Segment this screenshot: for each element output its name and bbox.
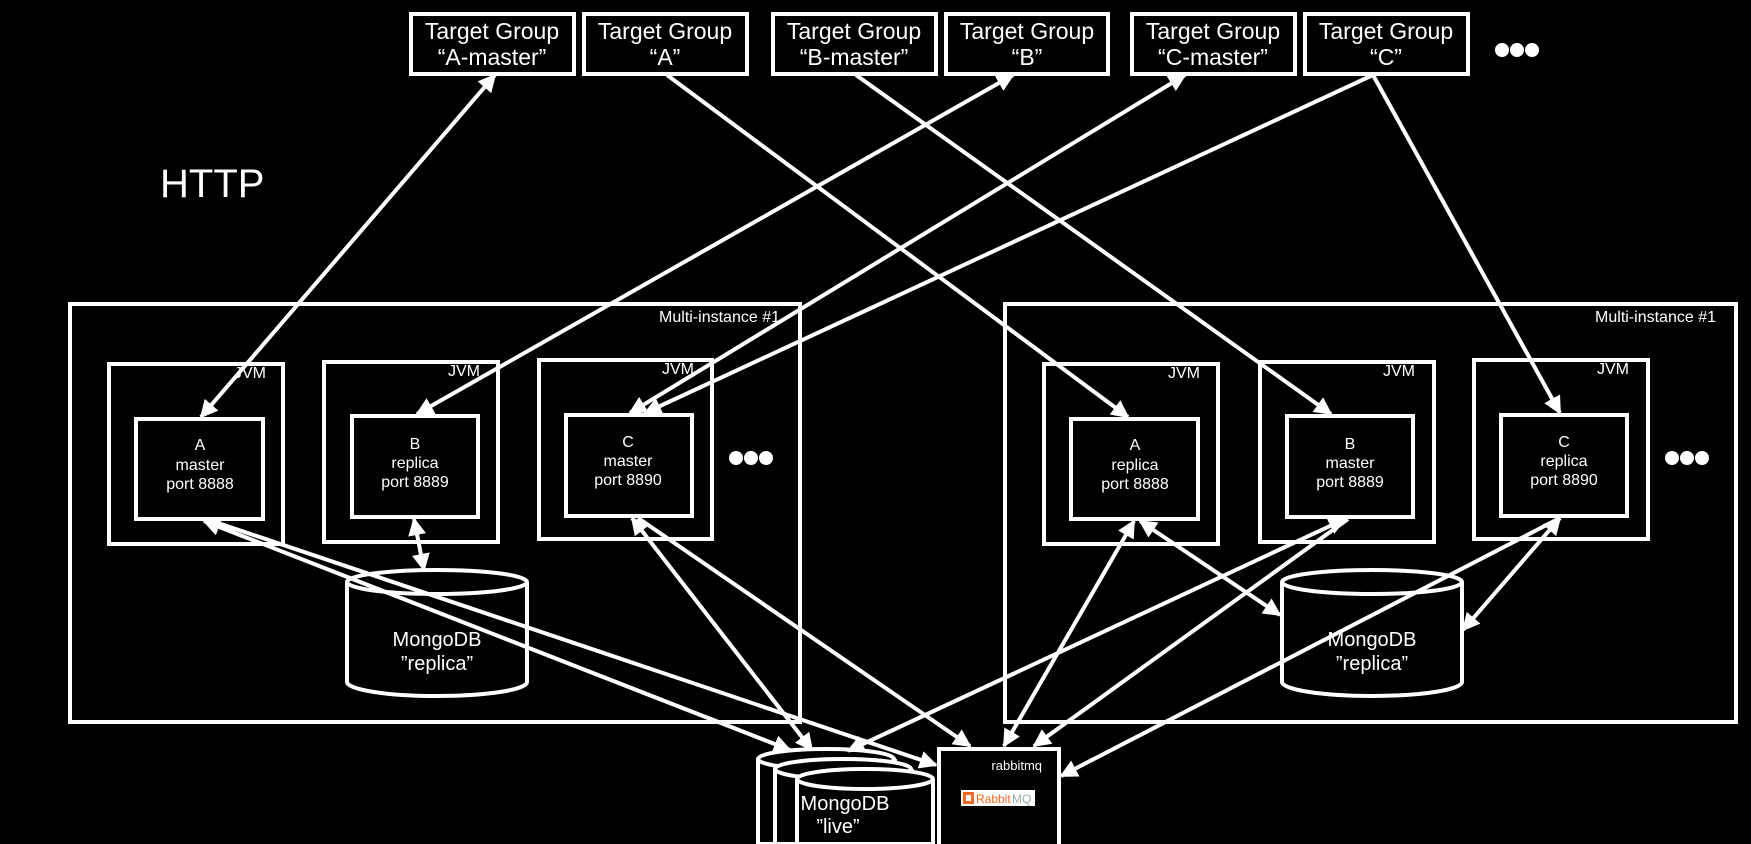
mongodb-live: MongoDB ”live” xyxy=(756,747,935,844)
svg-text:Target Group: Target Group xyxy=(598,18,732,44)
multi-instance-left: Multi-instance #1 JVM A master port 8888… xyxy=(68,302,802,724)
target-group-b: Target Group “B” xyxy=(944,12,1110,76)
multi-instance-right: Multi-instance #1 JVM A replica port 888… xyxy=(1003,302,1738,724)
jvm-right-a: JVM A replica port 8888 xyxy=(1042,362,1220,546)
svg-text:”replica”: ”replica” xyxy=(401,653,473,675)
svg-text:Target Group: Target Group xyxy=(787,18,921,44)
svg-text:MongoDB: MongoDB xyxy=(393,629,482,651)
svg-text:rabbitmq: rabbitmq xyxy=(991,758,1042,773)
jvm-right-c: JVM C replica port 8890 xyxy=(1472,358,1650,541)
svg-text:“C”: “C” xyxy=(1370,44,1402,70)
instance-right-b-master xyxy=(1285,414,1415,519)
connections xyxy=(199,73,1562,778)
more-target-groups-ellipsis-icon xyxy=(1495,43,1539,57)
connection-tg-c-right xyxy=(1371,74,1562,415)
svg-text:port 8888: port 8888 xyxy=(166,476,234,493)
svg-text:“B”: “B” xyxy=(1012,44,1043,70)
connection-tg-c-left xyxy=(643,73,1374,415)
connection-tg-c-master xyxy=(628,73,1187,415)
target-group-b-master: Target Group “B-master” xyxy=(771,12,938,76)
svg-text:B: B xyxy=(1345,436,1356,453)
jvm-left-b: JVM B replica port 8889 xyxy=(322,360,500,544)
connection-left-c-live xyxy=(630,516,814,752)
svg-text:replica: replica xyxy=(1540,453,1587,470)
more-jvms-ellipsis-icon xyxy=(1665,451,1709,465)
connection-right-c-db xyxy=(1461,516,1562,632)
svg-text:Target Group: Target Group xyxy=(425,18,559,44)
svg-text:Target Group: Target Group xyxy=(960,18,1094,44)
mongodb-replica-right: MongoDB ”replica” xyxy=(1280,568,1464,698)
target-group-a: Target Group “A” xyxy=(582,12,749,76)
instance-right-c-replica xyxy=(1499,413,1629,518)
svg-text:“A-master”: “A-master” xyxy=(438,44,547,70)
connection-right-b-rabbitmq xyxy=(1032,517,1350,748)
connection-right-a-rabbitmq xyxy=(1002,519,1136,748)
jvm-right-b: JVM B master port 8889 xyxy=(1258,360,1436,544)
svg-text:port 8889: port 8889 xyxy=(1316,474,1384,491)
svg-text:”live”: ”live” xyxy=(816,816,859,838)
svg-text:MongoDB: MongoDB xyxy=(1328,629,1417,651)
rabbitmq-node: rabbitmq Rabbit MQ xyxy=(937,747,1061,844)
connection-left-b-db xyxy=(408,517,430,572)
jvm-left-a: JVM A master port 8888 xyxy=(107,362,285,546)
svg-text:Rabbit: Rabbit xyxy=(976,792,1011,806)
svg-text:JVM: JVM xyxy=(1383,363,1415,380)
connection-left-a-live xyxy=(202,518,792,753)
target-group-a-master: Target Group “A-master” xyxy=(409,12,576,76)
connection-left-a-rabbitmq xyxy=(211,519,938,769)
svg-text:port 8888: port 8888 xyxy=(1101,476,1169,493)
svg-text:JVM: JVM xyxy=(1168,365,1200,382)
svg-text:“B-master”: “B-master” xyxy=(800,44,909,70)
svg-text:“A”: “A” xyxy=(650,44,681,70)
svg-text:A: A xyxy=(195,437,206,454)
svg-text:C: C xyxy=(622,434,634,451)
svg-text:port 8889: port 8889 xyxy=(381,474,449,491)
jvm-left-c: JVM C master port 8890 xyxy=(537,358,714,541)
svg-text:“C-master”: “C-master” xyxy=(1158,44,1268,70)
more-jvms-ellipsis-icon xyxy=(729,451,773,465)
svg-text:Target Group: Target Group xyxy=(1146,18,1280,44)
rabbitmq-logo-icon: Rabbit MQ xyxy=(961,790,1035,806)
svg-text:replica: replica xyxy=(1111,457,1158,474)
target-group-c-master: Target Group “C-master” xyxy=(1130,12,1297,76)
svg-text:A: A xyxy=(1130,437,1141,454)
target-group-c: Target Group “C” xyxy=(1303,12,1470,76)
svg-text:C: C xyxy=(1558,434,1570,451)
instance-left-c-master xyxy=(564,413,694,518)
connection-tg-a xyxy=(665,73,1130,419)
http-label: HTTP xyxy=(160,162,264,206)
multi-instance-label: Multi-instance #1 xyxy=(1595,309,1716,326)
svg-text:JVM: JVM xyxy=(1597,361,1629,378)
svg-text:MongoDB: MongoDB xyxy=(801,793,890,815)
multi-instance-label: Multi-instance #1 xyxy=(659,309,780,326)
svg-text:Target Group: Target Group xyxy=(1319,18,1453,44)
connection-right-b-live xyxy=(846,517,1347,753)
svg-text:master: master xyxy=(1326,455,1376,472)
svg-text:”replica”: ”replica” xyxy=(1336,653,1408,675)
connection-right-c-rabbitmq xyxy=(1059,516,1561,778)
svg-text:MQ: MQ xyxy=(1012,792,1031,806)
svg-text:B: B xyxy=(410,436,421,453)
instance-left-a-master xyxy=(134,417,265,521)
svg-text:master: master xyxy=(176,457,226,474)
svg-text:master: master xyxy=(604,453,654,470)
svg-text:JVM: JVM xyxy=(448,363,480,380)
svg-text:replica: replica xyxy=(391,455,438,472)
svg-text:port 8890: port 8890 xyxy=(594,472,662,489)
svg-text:port 8890: port 8890 xyxy=(1530,472,1598,489)
